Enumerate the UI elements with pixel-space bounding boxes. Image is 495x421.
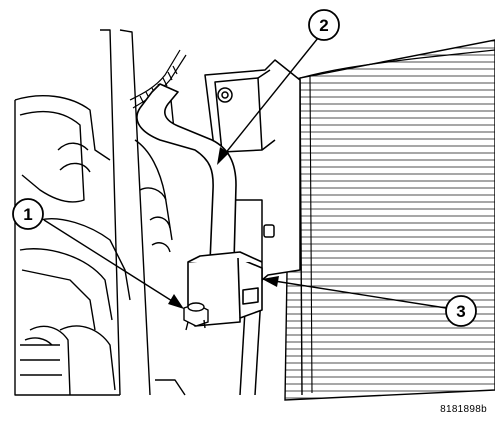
callout-1: 1 xyxy=(12,198,44,230)
condenser xyxy=(284,39,495,401)
leader-lines xyxy=(43,37,447,309)
callout-3-circle xyxy=(445,295,477,327)
callout-3: 3 xyxy=(445,295,477,327)
callout-2-circle xyxy=(308,9,340,41)
callout-1-circle xyxy=(12,198,44,230)
retaining-bolt xyxy=(183,302,209,331)
callout-2-label: 2 xyxy=(319,16,328,35)
body-structure xyxy=(14,29,186,396)
leader-arrowheads xyxy=(168,147,279,309)
figure-id: 8181898b xyxy=(440,404,487,415)
callout-2: 2 xyxy=(308,9,340,41)
callout-1-label: 1 xyxy=(23,205,32,224)
callout-3-label: 3 xyxy=(456,302,465,321)
ac-line xyxy=(136,83,237,263)
